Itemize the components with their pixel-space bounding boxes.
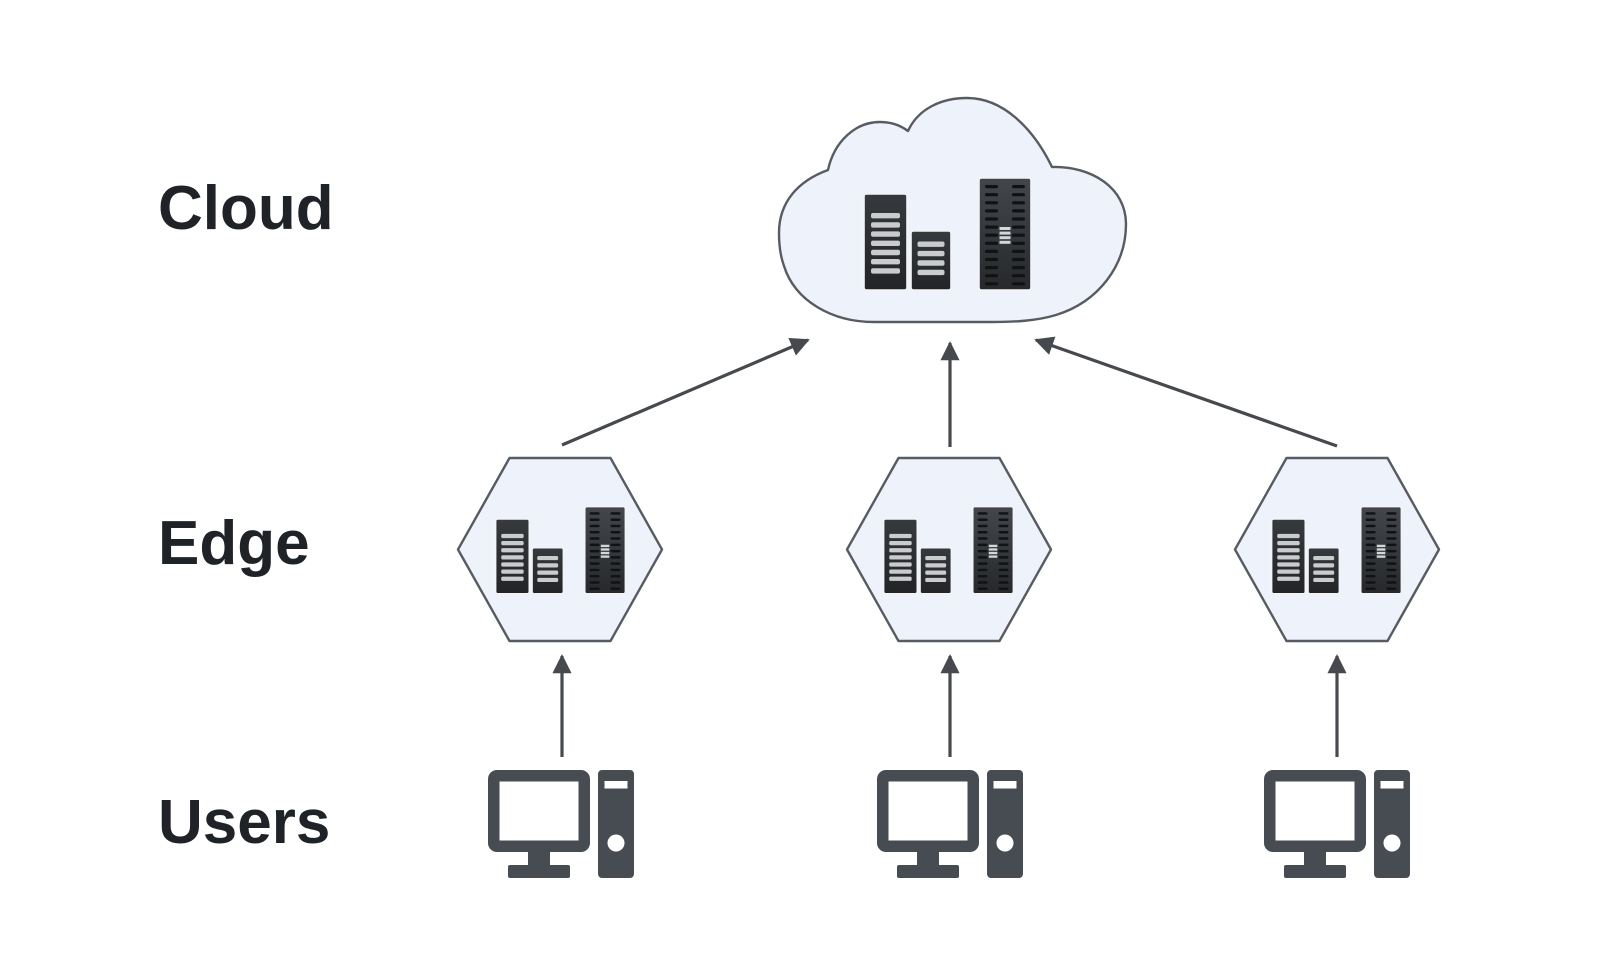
server-rack-cluster-icon bbox=[863, 177, 1032, 291]
tier-label-cloud: Cloud bbox=[158, 174, 334, 243]
server-rack-cluster-icon bbox=[495, 506, 626, 595]
desktop-computer-icon bbox=[488, 770, 634, 878]
arrow-edge1-to-cloud bbox=[561, 337, 810, 447]
arrow-edge3-to-cloud bbox=[1034, 336, 1338, 448]
tier-label-users: Users bbox=[158, 788, 331, 857]
server-rack-cluster-icon bbox=[883, 506, 1014, 595]
desktop-computer-icon bbox=[877, 770, 1023, 878]
server-rack-cluster-icon bbox=[1271, 506, 1402, 595]
desktop-computer-icon bbox=[1264, 770, 1410, 878]
tier-label-edge: Edge bbox=[158, 509, 310, 578]
